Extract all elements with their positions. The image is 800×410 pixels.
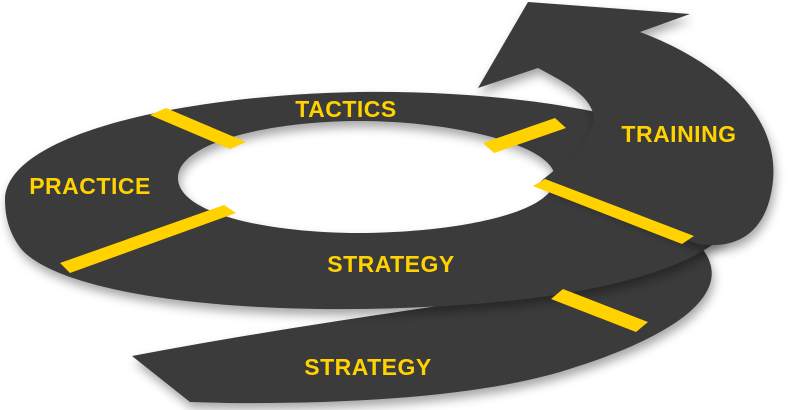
stripe-left: [60, 205, 236, 273]
label-tactics: TACTICS: [295, 96, 396, 122]
main-ring-road: [5, 91, 747, 310]
stripe-top-left: [150, 108, 246, 149]
label-training: TRAINING: [621, 121, 736, 147]
lower-road-tail: [132, 244, 712, 404]
stripe-right: [533, 179, 694, 244]
label-strategy-upper: STRATEGY: [327, 251, 455, 277]
stripe-top-right: [483, 118, 566, 153]
stripe-lower: [551, 289, 648, 332]
label-practice: PRACTICE: [29, 173, 151, 199]
label-strategy-lower: STRATEGY: [304, 354, 432, 380]
